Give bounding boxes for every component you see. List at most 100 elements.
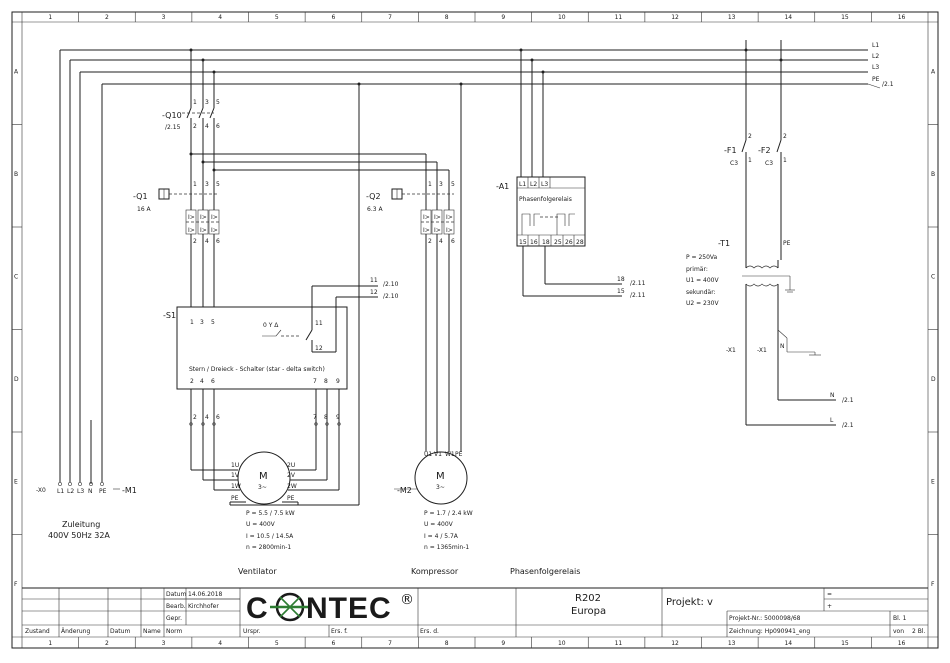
m1-pe2: PE [287, 495, 295, 502]
s1-t2: 3 [200, 319, 204, 326]
m1-p4: 2U [287, 462, 295, 469]
q2-setting: 6.3 A [367, 206, 383, 213]
column-label: 15 [841, 14, 849, 21]
column-label: 12 [671, 640, 679, 647]
column-label: 6 [331, 14, 335, 21]
x0-pin-label: PE [99, 488, 107, 495]
breaker-q2: -Q2 6.3 A I> I> I> I> I> I> 1 3 5 2 4 6 [189, 82, 463, 505]
row-label: A [931, 68, 936, 75]
f1-a: 1 [748, 157, 752, 164]
column-label: 3 [162, 640, 166, 647]
row-label: E [14, 478, 18, 485]
f1-val: C3 [730, 160, 738, 167]
column-label: 4 [218, 14, 222, 21]
q1-i4: I> [188, 227, 195, 234]
x0-pin-label: L3 [77, 488, 84, 495]
a1-b25: 25 [554, 239, 562, 246]
bus-ref: /2.1 [882, 81, 894, 88]
tb-ers-f: Ers. f. [331, 628, 348, 635]
t1-tag: -T1 [718, 239, 730, 248]
q10-b1: 2 [193, 123, 197, 130]
a1-l1: L1 [519, 181, 526, 188]
tb-zeichnung: Zeichnung: Hp090941_eng [729, 628, 810, 635]
logo-registered: ® [400, 592, 414, 608]
m2-current: I = 4 / 5.7A [424, 533, 459, 540]
column-label: 2 [105, 14, 109, 21]
supply-line1: Zuleitung [62, 520, 100, 529]
a1-b26: 26 [565, 239, 573, 246]
motor-m1: M 3~ 1U 1V 1W 2U 2V 2W PE PE P = 5.5 / 7… [191, 451, 359, 576]
m2-power: P = 1.7 / 2.4 kW [424, 510, 473, 517]
m1-pe1: PE [231, 495, 239, 502]
q10-b2: 4 [205, 123, 209, 130]
s1-t3: 5 [211, 319, 215, 326]
tb-r202: R202 [575, 593, 601, 604]
m1-p6: 2W [287, 483, 297, 490]
tb-datum-key: Datum [166, 591, 186, 598]
column-label: 1 [48, 14, 52, 21]
s1-t1: 1 [190, 319, 194, 326]
column-label: 9 [501, 640, 505, 647]
q2-i5: I> [434, 227, 441, 234]
f2-tag: -F2 [758, 146, 771, 155]
t1-prim: primär: [686, 266, 708, 273]
x0-tag: -X0 [36, 487, 46, 494]
column-label: 14 [784, 14, 792, 21]
logo-text-ntec: NTEC [306, 592, 392, 625]
q1-b2: 4 [205, 238, 209, 245]
row-label: B [931, 171, 935, 178]
s1-o1: 2 [193, 414, 197, 421]
m2-phase: 3~ [436, 484, 445, 491]
tb-name-col: Name [143, 628, 161, 635]
q2-i4: I> [423, 227, 430, 234]
q2-t1: 1 [428, 181, 432, 188]
column-label: 10 [558, 14, 566, 21]
q1-b1: 2 [193, 238, 197, 245]
m1-voltage: U = 400V [246, 521, 276, 528]
column-label: 13 [728, 14, 736, 21]
m2-pe: PE [455, 451, 463, 458]
row-label: F [14, 581, 18, 588]
s1-r11: 11 [370, 277, 378, 284]
a1-tag: -A1 [496, 182, 509, 191]
tb-norm-key: Norm [166, 628, 183, 635]
s1-c8: 8 [324, 378, 328, 385]
m1-phase: 3~ [258, 484, 267, 491]
column-label: 11 [615, 14, 623, 21]
tb-datum-value: 14.06.2018 [188, 591, 223, 598]
s1-c11: 11 [315, 320, 323, 327]
s1-desc: Stern / Dreieck - Schalter (star - delta… [189, 366, 325, 373]
m1-symbol: M [259, 471, 268, 482]
m1-p2: 1V [231, 472, 240, 479]
tb-blatt: Bl. 1 [893, 615, 907, 622]
q1-t1: 1 [193, 181, 197, 188]
q10-t1: 1 [193, 99, 197, 106]
q2-b3: 6 [451, 238, 455, 245]
row-label: D [931, 376, 936, 383]
s1-o3: 6 [216, 414, 220, 421]
row-label: A [14, 68, 19, 75]
a1-out2: 15 [617, 288, 625, 295]
column-label: 5 [275, 640, 279, 647]
s1-tag: -S1 [163, 311, 176, 320]
q2-t3: 5 [451, 181, 455, 188]
a1-l2: L2 [530, 181, 537, 188]
s1-c9: 9 [336, 378, 340, 385]
bus-l1-label: L1 [872, 42, 879, 49]
s1-b1: 2 [190, 378, 194, 385]
column-label: 16 [898, 14, 906, 21]
column-label: 12 [671, 14, 679, 21]
logo-text-c: C [246, 592, 268, 625]
s1-o2: 4 [205, 414, 209, 421]
tb-bearb-value: Kirchhofer [188, 603, 219, 610]
tb-gepr-key: Gepr. [166, 615, 182, 622]
a1-b15: 15 [519, 239, 527, 246]
t1-ref1: /2.1 [842, 397, 854, 404]
s1-b3: 6 [211, 378, 215, 385]
column-label: 14 [784, 640, 792, 647]
column-label: 1 [48, 640, 52, 647]
a1-b18: 18 [542, 239, 550, 246]
t1-l-label: L [830, 417, 834, 424]
